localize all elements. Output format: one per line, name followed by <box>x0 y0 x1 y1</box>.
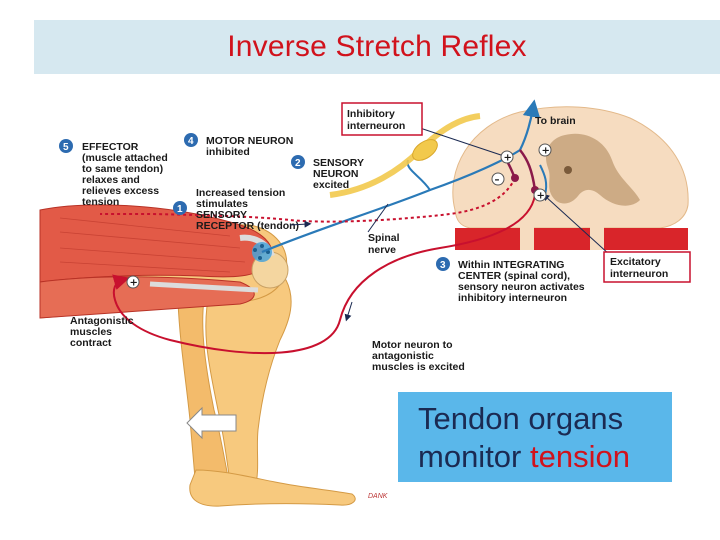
svg-text:inhibitory interneuron: inhibitory interneuron <box>458 292 567 304</box>
svg-text:relaxes and: relaxes and <box>82 174 140 186</box>
callout-accent: tension <box>529 439 630 474</box>
minus-sign: – <box>495 175 500 186</box>
svg-text:EFFECTOR: EFFECTOR <box>82 141 139 153</box>
step-2-number: 2 <box>295 158 301 169</box>
svg-text:excited: excited <box>313 179 349 191</box>
step-3: 3 Within INTEGRATING CENTER (spinal cord… <box>436 257 585 304</box>
step-4: 4 MOTOR NEURON inhibited <box>184 133 293 158</box>
step-1: Increased tension 1 stimulates SENSORY R… <box>173 187 312 232</box>
step-4-number: 4 <box>188 136 194 147</box>
plus-sign: + <box>537 191 545 202</box>
svg-text:SENSORY: SENSORY <box>313 157 364 169</box>
svg-text:muscles is excited: muscles is excited <box>372 361 465 373</box>
artist-signature: DANK <box>368 493 388 500</box>
svg-text:NEURON: NEURON <box>313 168 359 180</box>
motor-neuron-inhibited-path <box>100 177 516 223</box>
svg-text:muscles: muscles <box>70 326 112 338</box>
to-brain-label: To brain <box>535 115 576 127</box>
spinal-cord <box>452 106 689 250</box>
svg-text:Spinal: Spinal <box>368 232 400 244</box>
svg-text:nerve: nerve <box>368 244 396 256</box>
svg-text:(muscle attached: (muscle attached <box>82 152 168 164</box>
svg-text:Inhibitory: Inhibitory <box>347 108 395 120</box>
tendon-organs-callout: Tendon organs monitor tension <box>398 392 672 482</box>
synapse-signs: + + – + + <box>126 143 552 289</box>
plus-sign: + <box>542 146 550 157</box>
sensory-neuron-path <box>261 99 541 254</box>
title-bar: Inverse Stretch Reflex <box>34 20 720 74</box>
callout-line-2: monitor tension <box>418 438 672 476</box>
leg <box>177 268 356 507</box>
step-1-number: 1 <box>177 204 183 215</box>
step-5-number: 5 <box>63 142 69 153</box>
svg-text:contract: contract <box>70 337 112 349</box>
step-2: 2 SENSORY NEURON excited <box>291 155 364 191</box>
svg-text:tension: tension <box>82 196 119 208</box>
svg-text:CENTER (spinal cord),: CENTER (spinal cord), <box>458 270 570 282</box>
svg-text:RECEPTOR (tendon): RECEPTOR (tendon) <box>196 220 299 232</box>
svg-text:Excitatory: Excitatory <box>610 256 661 268</box>
svg-text:Motor neuron to: Motor neuron to <box>372 339 452 351</box>
svg-text:antagonistic: antagonistic <box>372 350 434 362</box>
plus-sign: + <box>130 278 138 289</box>
callout-line-1: Tendon organs <box>418 401 624 436</box>
spinal-nerve-label: Spinal nerve <box>368 232 400 256</box>
plus-sign: + <box>504 153 512 164</box>
page-title: Inverse Stretch Reflex <box>227 30 527 63</box>
motor-neuron-antagonistic-label: Motor neuron to antagonistic muscles is … <box>372 339 465 373</box>
svg-text:Within INTEGRATING: Within INTEGRATING <box>458 259 564 271</box>
inhibitory-interneuron-label: Inhibitory interneuron <box>341 102 423 136</box>
svg-text:to same tendon): to same tendon) <box>82 163 163 175</box>
antagonistic-muscles-label: Antagonistic muscles contract <box>70 315 134 349</box>
step-3-number: 3 <box>440 260 446 271</box>
svg-text:Increased tension: Increased tension <box>196 187 285 199</box>
svg-text:interneuron: interneuron <box>347 120 405 132</box>
svg-text:sensory neuron activates: sensory neuron activates <box>458 281 585 293</box>
thigh <box>39 204 289 319</box>
step-5: 5 EFFECTOR (muscle attached to same tend… <box>59 139 168 208</box>
excitatory-interneuron-label: Excitatory interneuron <box>603 251 691 283</box>
motor-neuron-antagonist-path <box>112 194 536 355</box>
svg-text:SENSORY: SENSORY <box>196 209 247 221</box>
callout-line-2-text: monitor <box>418 439 530 474</box>
leader-lines <box>344 127 611 322</box>
svg-text:Antagonistic: Antagonistic <box>70 315 134 327</box>
svg-text:inhibited: inhibited <box>206 146 250 158</box>
svg-text:MOTOR NEURON: MOTOR NEURON <box>206 135 293 147</box>
svg-text:relieves excess: relieves excess <box>82 185 159 197</box>
svg-text:stimulates: stimulates <box>196 198 248 210</box>
svg-text:interneuron: interneuron <box>610 268 668 280</box>
